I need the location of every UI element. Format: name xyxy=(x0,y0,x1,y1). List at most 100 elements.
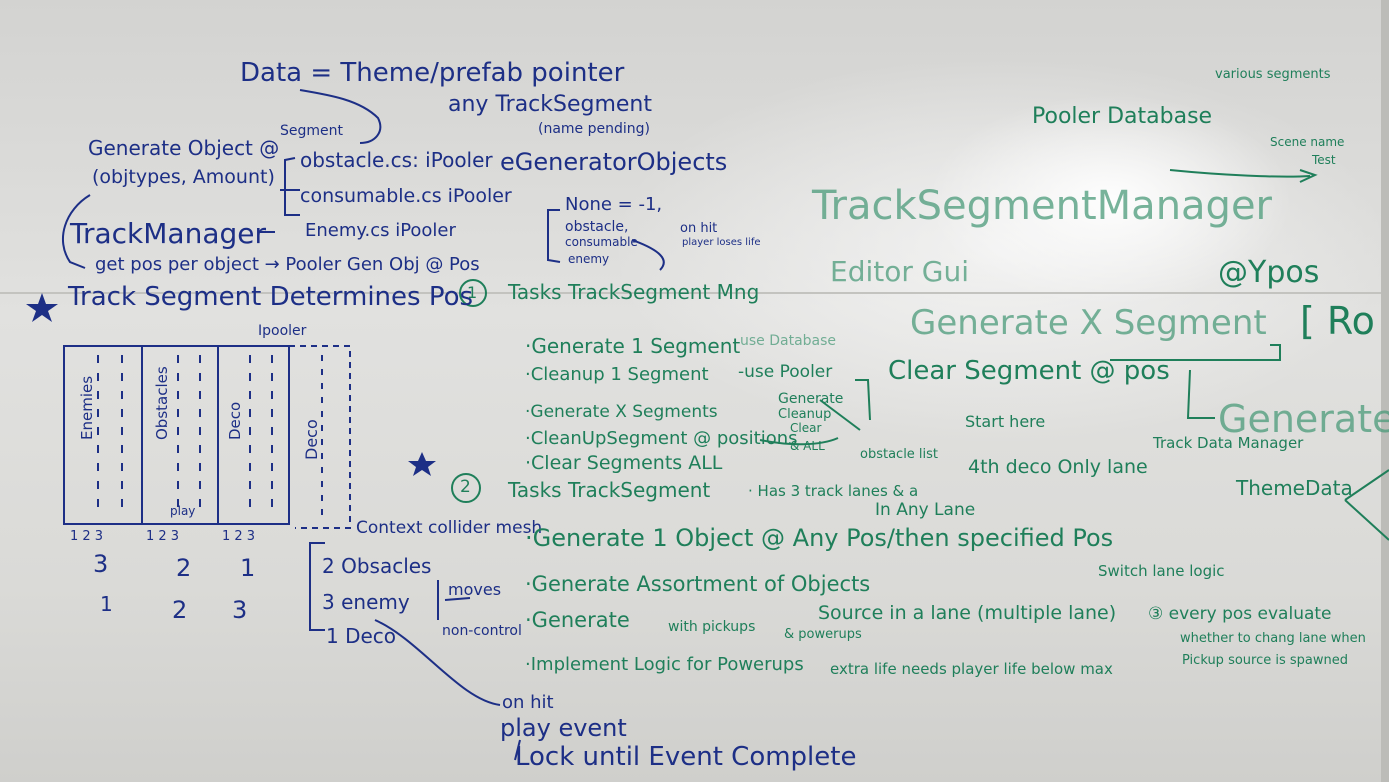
consumable-cs-label: consumable.cs iPooler xyxy=(300,185,512,207)
obstacles-2: 2 Obsacles xyxy=(322,554,432,578)
name-pending-label: (name pending) xyxy=(538,121,650,137)
extra-life: extra life needs player life below max xyxy=(830,660,1113,678)
generate-x-segment: Generate X Segment xyxy=(910,303,1267,343)
use-database: use Database xyxy=(740,333,837,349)
switch-lane-logic: Switch lane logic xyxy=(1098,562,1225,580)
use-pooler: -use Pooler xyxy=(738,362,833,382)
track-data-manager: Track Data Manager xyxy=(1153,434,1304,452)
at-ypos: @Ypos xyxy=(1218,255,1320,290)
row-a-1: 3 xyxy=(93,550,109,578)
all-label: & ALL xyxy=(790,439,825,453)
get-pos-label: get pos per object → Pooler Gen Obj @ Po… xyxy=(95,254,480,275)
circle-1-number: 1 xyxy=(467,283,478,302)
obstacle-list: obstacle list xyxy=(860,447,939,462)
task1-generate-1-segment: ·Generate 1 Segment xyxy=(525,334,741,358)
row-a-3: 1 xyxy=(240,554,256,582)
lane-numbers-3: 1 2 3 xyxy=(222,529,256,544)
non-control-label: non-control xyxy=(442,623,522,639)
lane-deco-4: Deco xyxy=(302,419,321,460)
start-here: Start here xyxy=(965,412,1046,431)
clear-segment-pos: Clear Segment @ pos xyxy=(888,356,1170,386)
task1-clear-all: ·Clear Segments ALL xyxy=(525,452,723,474)
task1-cleanup-1-segment: ·Cleanup 1 Segment xyxy=(525,364,709,385)
generate-bracket xyxy=(284,157,300,216)
lane-numbers-2: 1 2 3 xyxy=(146,529,180,544)
track-segment-manager-title: TrackSegmentManager xyxy=(812,183,1272,229)
scene-name: Scene name xyxy=(1270,135,1345,149)
lane-numbers-1: 1 2 3 xyxy=(70,529,104,544)
circle-2-number: 2 xyxy=(460,477,471,497)
on-hit-enum: on hit xyxy=(680,221,718,236)
generator-objects-label: eGeneratorObjects xyxy=(500,148,728,176)
various-segments: various segments xyxy=(1215,67,1331,82)
test-label: Test xyxy=(1312,153,1336,167)
on-hit-label: on hit xyxy=(502,692,554,713)
clear-label: Clear xyxy=(790,421,822,435)
row-b-2: 2 xyxy=(172,596,188,624)
in-any-lane: In Any Lane xyxy=(875,500,976,520)
lock-until-label: Lock until Event Complete xyxy=(515,742,857,772)
track-segment-determines: Track Segment Determines Pos xyxy=(68,282,474,312)
lane-obstacles: Obstacles xyxy=(153,366,171,440)
star-icon xyxy=(26,293,58,322)
play-event-label: play event xyxy=(500,714,627,742)
fourth-deco: 4th deco Only lane xyxy=(968,456,1148,478)
r-fragment: [ Ro xyxy=(1300,299,1375,343)
task2-generate-object: ·Generate 1 Object @ Any Pos/then specif… xyxy=(525,524,1114,552)
every-pos-evaluate: ③ every pos evaluate xyxy=(1148,604,1332,624)
deco-1: 1 Deco xyxy=(326,624,397,648)
generate-object-label: Generate Object @ xyxy=(88,136,280,160)
none-enum: None = -1, xyxy=(565,194,663,215)
gen-label: Generate xyxy=(778,391,844,407)
star-icon xyxy=(408,452,436,476)
number-circle xyxy=(451,473,481,503)
number-circle xyxy=(459,279,487,307)
enemy-cs-label: Enemy.cs iPooler xyxy=(305,220,456,241)
board-edge xyxy=(1381,0,1389,782)
ipooler-label: Ipooler xyxy=(258,323,307,339)
task1-generate-x-segments: ·Generate X Segments xyxy=(525,402,718,422)
obstacle-enum: obstacle, xyxy=(565,219,629,235)
editor-gui: Editor Gui xyxy=(830,255,969,288)
board-seam xyxy=(0,292,1389,294)
play-label: play xyxy=(170,504,196,518)
with-pickups: with pickups xyxy=(668,619,756,635)
source-in-lane: Source in a lane (multiple lane) xyxy=(818,602,1117,624)
enemy-enum: enemy xyxy=(568,252,610,266)
row-a-2: 2 xyxy=(176,554,192,582)
data-arrow xyxy=(299,89,382,144)
track-manager-label: TrackManager xyxy=(70,217,266,250)
task2-assortment: ·Generate Assortment of Objects xyxy=(525,572,871,596)
has-3-lanes: · Has 3 track lanes & a xyxy=(748,482,919,500)
pickup-spawned: Pickup source is spawned xyxy=(1182,653,1348,668)
context-collider: Context collider mesh xyxy=(356,518,543,538)
enemy-3: 3 enemy xyxy=(322,590,410,614)
player-loses-life: player loses life xyxy=(682,237,761,248)
row-b-1: 1 xyxy=(100,592,113,616)
pooler-database: Pooler Database xyxy=(1032,104,1213,129)
segment-tag: Segment xyxy=(280,123,343,139)
moves-label: moves xyxy=(448,580,502,599)
obj-types-label: (objtypes, Amount) xyxy=(92,166,275,188)
curve-arrow xyxy=(61,194,91,269)
consumable-enum: consumable xyxy=(565,235,638,249)
powerups-label: & powerups xyxy=(784,627,862,642)
generate-big: Generate xyxy=(1218,397,1389,441)
tasks-ts-heading: Tasks TrackSegment xyxy=(508,478,711,502)
task2-generate: ·Generate xyxy=(525,608,630,632)
clean-label: Cleanup xyxy=(778,407,832,422)
theme-data: ThemeData xyxy=(1236,476,1353,500)
any-track-segment-label: any TrackSegment xyxy=(448,92,653,117)
enum-bracket xyxy=(547,209,561,263)
task1-cleanup-positions: ·CleanUpSegment @ positions xyxy=(525,428,798,449)
lane-enemies: Enemies xyxy=(78,375,96,440)
whether-change: whether to chang lane when xyxy=(1180,631,1366,646)
data-theme-label: Data = Theme/prefab pointer xyxy=(240,58,625,88)
tasks-tsm-heading: Tasks TrackSegment Mng xyxy=(508,280,760,304)
lane-deco: Deco xyxy=(226,401,244,440)
obstacle-cs-label: obstacle.cs: iPooler xyxy=(300,148,493,172)
row-b-3: 3 xyxy=(232,596,248,624)
task2-implement-powerups: ·Implement Logic for Powerups xyxy=(525,654,804,675)
